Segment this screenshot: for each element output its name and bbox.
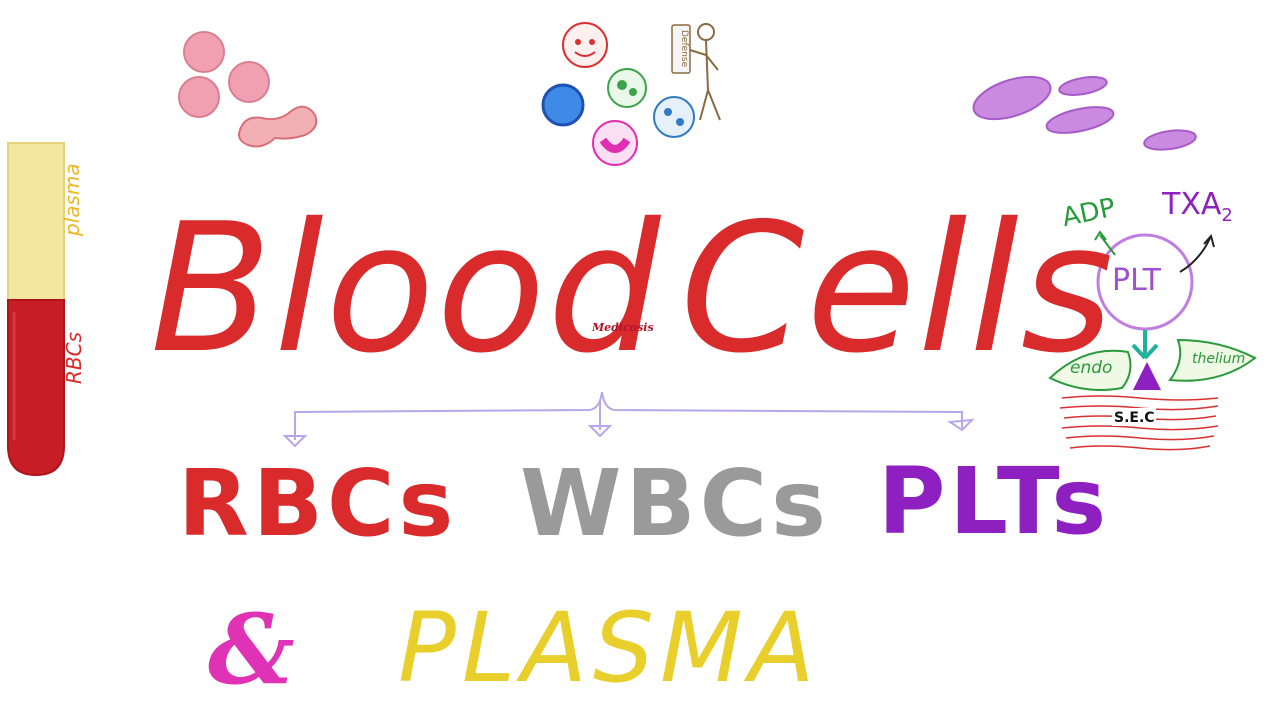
wbc-sign-text: Defense	[679, 30, 689, 68]
title-cells: Cells	[680, 185, 1116, 392]
tube-plasma-label: plasma	[60, 163, 84, 236]
tube-rbcs-label: RBCs	[62, 331, 86, 384]
rbc-cells-icon	[178, 31, 318, 148]
title-blood: Blood	[150, 185, 663, 392]
ampersand: &	[208, 593, 295, 706]
platelet-diagram	[1048, 230, 1257, 451]
category-wbcs: WBCs	[520, 450, 830, 557]
plasma-title: PLASMA	[398, 592, 821, 704]
txa-subscript: 2	[1221, 205, 1233, 226]
thelium-label: thelium	[1192, 351, 1246, 367]
test-tube-icon	[7, 142, 65, 477]
endo-label: endo	[1070, 358, 1113, 378]
branch-arrows	[282, 391, 975, 448]
platelet-cells-icon	[972, 75, 1197, 151]
wbc-cells-icon	[541, 22, 721, 166]
txa-label: TXA2	[1162, 190, 1233, 225]
plt-label: PLT	[1112, 263, 1161, 298]
medicosis-logo: Medicosis	[592, 321, 654, 334]
txa-text: TXA	[1162, 187, 1222, 222]
category-rbcs: RBCs	[178, 450, 458, 557]
category-plts: PLTs	[878, 448, 1111, 555]
sec-label: S.E.C	[1114, 410, 1155, 426]
